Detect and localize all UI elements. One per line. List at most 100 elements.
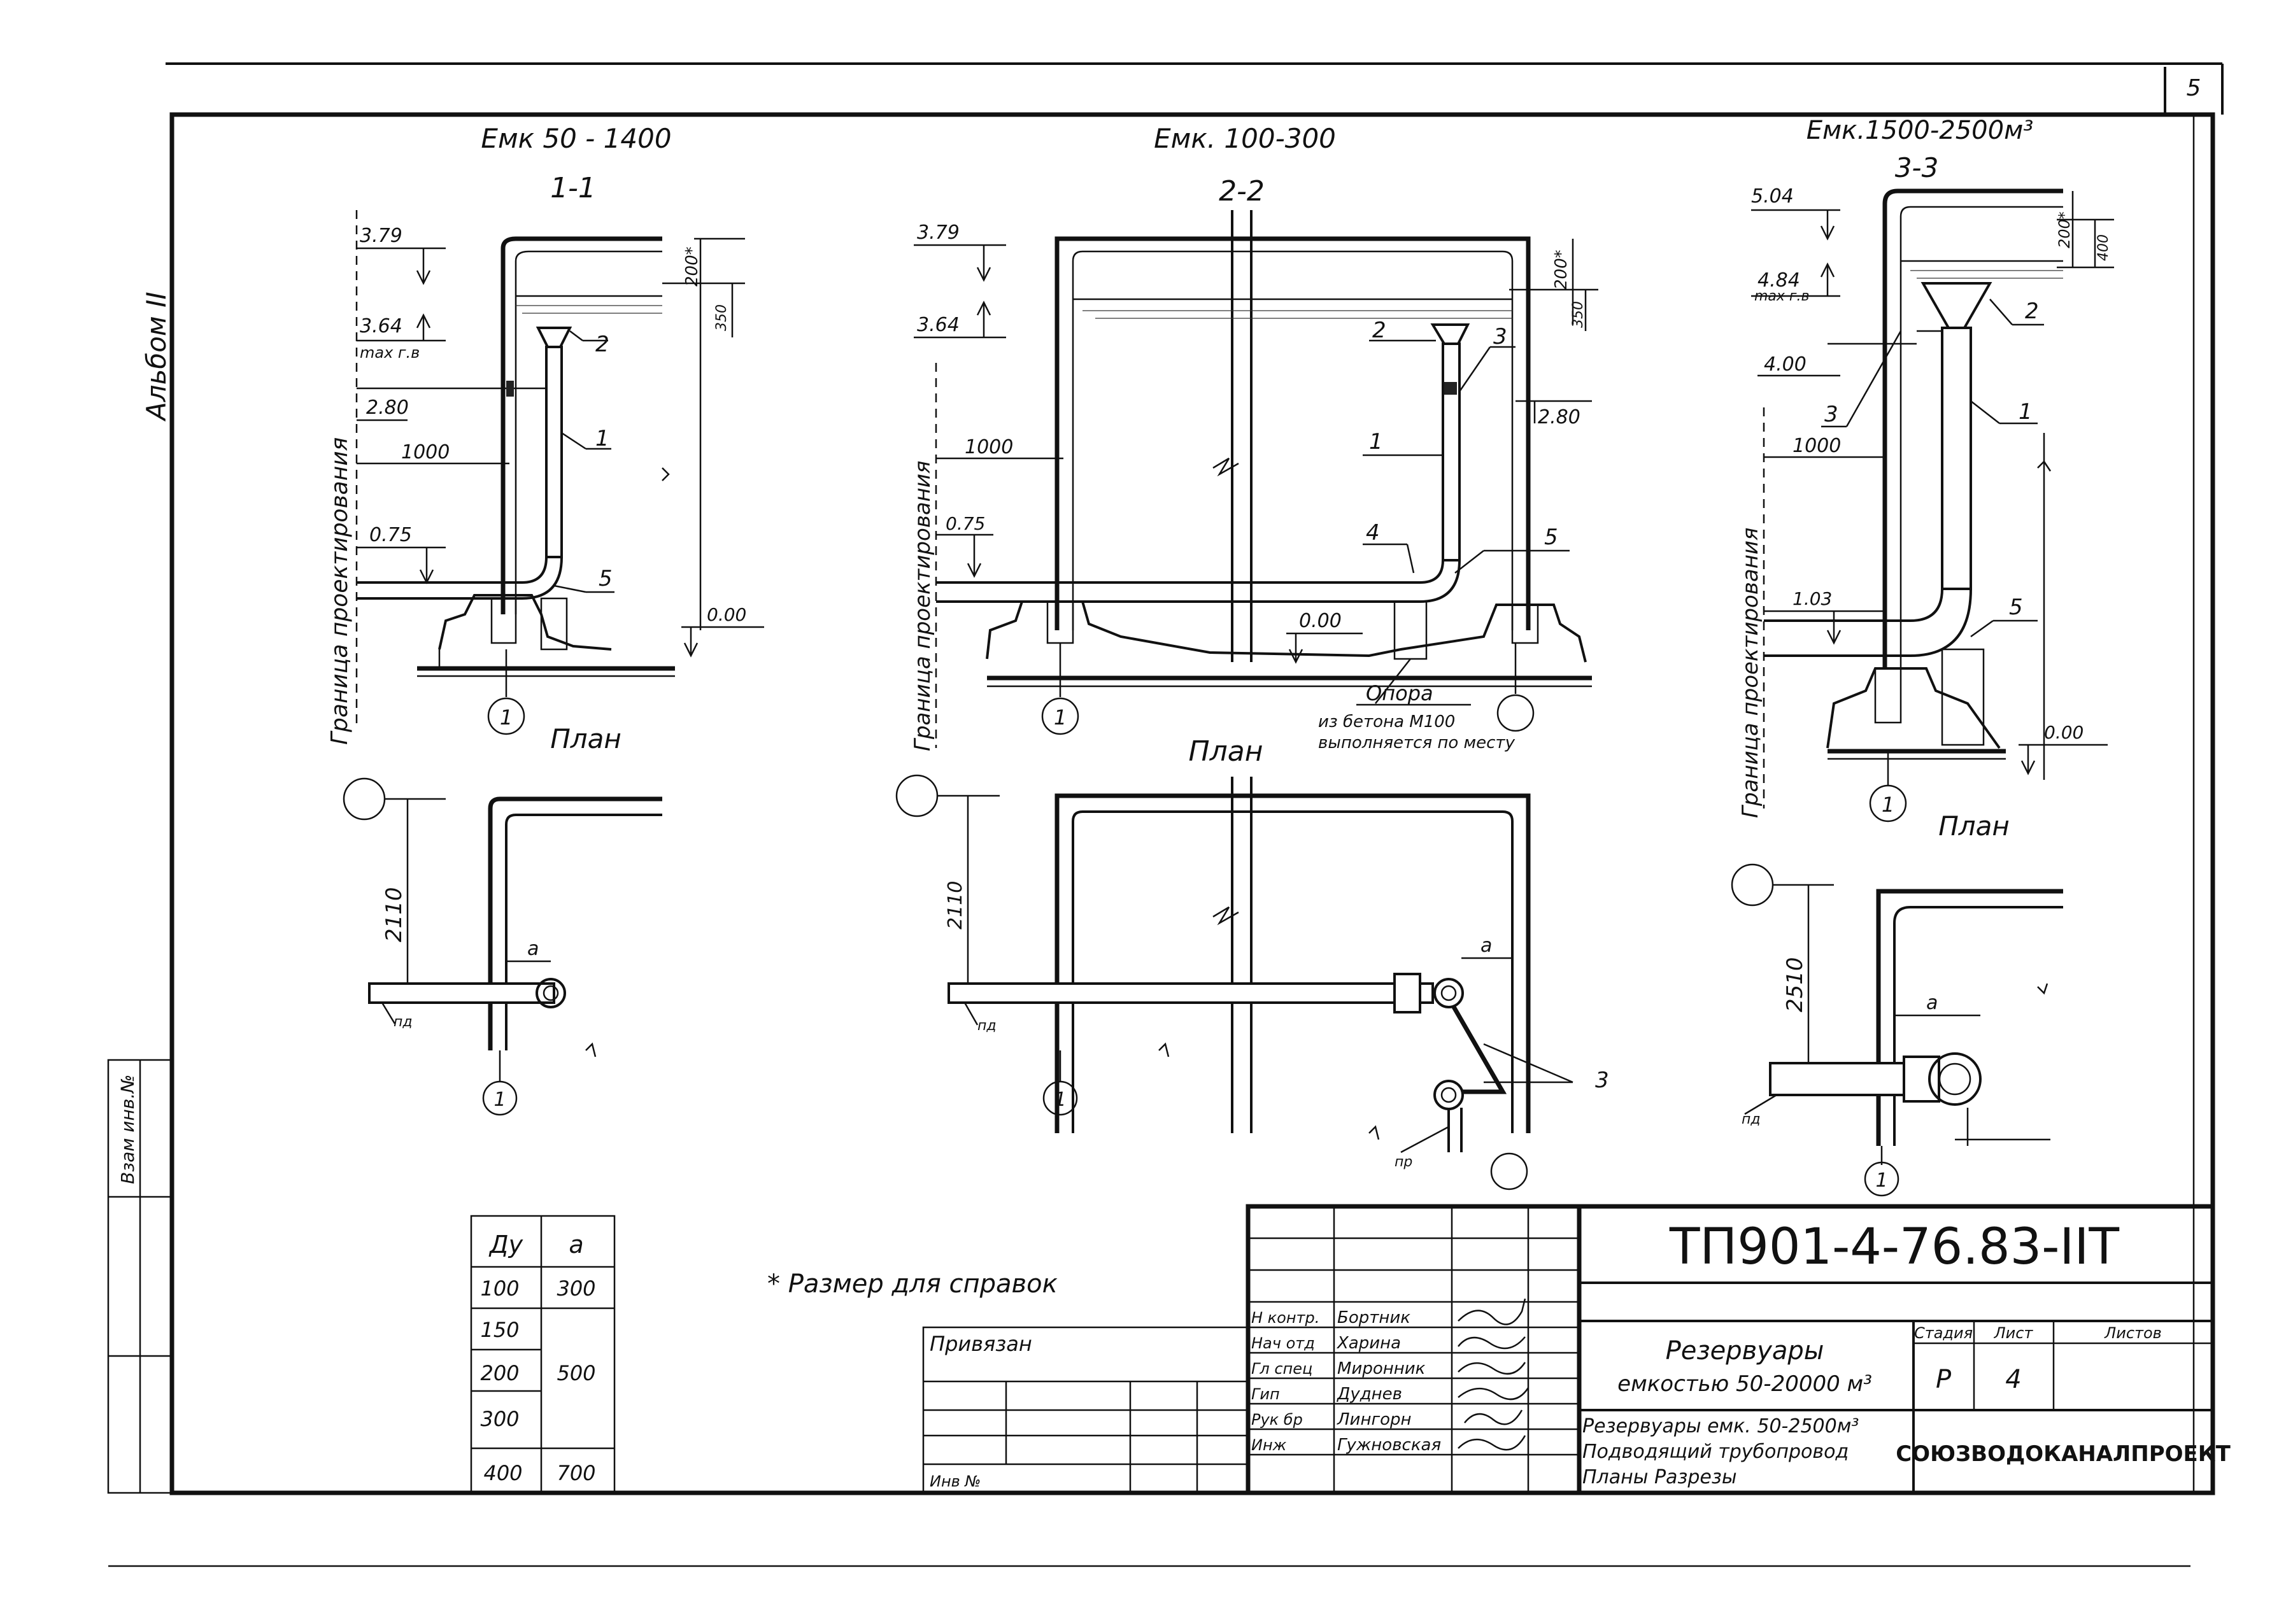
level-2-80: 2.80 xyxy=(366,397,409,419)
sheets-header: Листов xyxy=(2104,1324,2162,1342)
footnote: * Размер для справок xyxy=(767,1269,1058,1299)
plan-1-axis-circle xyxy=(343,777,386,821)
plan-2: План 2110 a пд пр 3 1 xyxy=(895,735,1609,1190)
plan-2-dim-a: a xyxy=(1480,935,1492,957)
plan-3-axis-circle xyxy=(1731,863,1774,907)
callout-5-s3: 5 xyxy=(2009,595,2023,620)
staff-name-2: Харина xyxy=(1336,1334,1401,1353)
level-0-75: 0.75 xyxy=(369,524,412,546)
plan-1-dim-a: a xyxy=(527,938,539,960)
riser-pipe-1 xyxy=(545,346,563,558)
dim-200-s2: 200* xyxy=(1552,250,1571,290)
sheet-number: 5 xyxy=(2187,75,2201,101)
title-block: Привязан Инв № Н контр. Бортник Нач отд … xyxy=(922,1204,2231,1495)
section-3-title: 3-3 xyxy=(1895,152,1939,183)
dy-row-1-dy: 100 xyxy=(480,1276,519,1301)
binding-label: Привязан xyxy=(930,1332,1032,1356)
staff-name-4: Дуднев xyxy=(1337,1385,1402,1404)
section-3-3: Емк.1500-2500м³ 3-3 5.04 4.84 max г.в 4.… xyxy=(1738,116,2114,823)
level-1-03: 1.03 xyxy=(1793,588,1832,609)
plan-3: План 2510 a пд 1 xyxy=(1731,810,2063,1197)
dy-row-3-dy: 200 xyxy=(480,1361,519,1385)
dim-350-1: 350 xyxy=(714,304,730,331)
callout-1-s1: 1 xyxy=(595,426,609,451)
plan-2-label-pd: пд xyxy=(977,1018,997,1034)
plan-3-dim-2510: 2510 xyxy=(1782,957,1808,1012)
foundation-3 xyxy=(1826,667,2001,749)
support-block-1 xyxy=(540,597,568,651)
funnel-3 xyxy=(1920,282,1992,329)
plan-2-axis-circle xyxy=(895,774,939,817)
dy-header-dy: Ду xyxy=(488,1231,523,1259)
dy-row-5-dy: 400 xyxy=(483,1461,522,1485)
plan-2-pipe xyxy=(948,982,1434,1004)
support-note-line1: из бетона М100 xyxy=(1318,712,1455,731)
level-3-79: 3.79 xyxy=(360,225,402,247)
staff-name-5: Лингорн xyxy=(1337,1410,1412,1429)
funnel-1 xyxy=(536,327,572,348)
album-label: Альбом II xyxy=(141,292,172,422)
axis-marker-s2-right xyxy=(1496,694,1535,732)
level-0-00-1: 0.00 xyxy=(707,604,746,625)
section-1-capacity: Емк 50 - 1400 xyxy=(481,123,671,154)
tank-wall-2 xyxy=(1054,236,1531,630)
axis-label-s2: 1 xyxy=(1054,705,1067,730)
dy-row-4-dy: 300 xyxy=(480,1407,519,1431)
object-title-2: емкостью 50-20000 м³ xyxy=(1617,1371,1872,1397)
plan-2-axis-label: 1 xyxy=(1054,1089,1066,1111)
plan-2-wall xyxy=(1054,793,1531,1133)
callout-2-s1: 2 xyxy=(595,332,609,357)
plan-2-bracket xyxy=(1451,1005,1507,1094)
dim-1000-1: 1000 xyxy=(401,441,450,463)
section-3-capacity: Емк.1500-2500м³ xyxy=(1807,116,2034,145)
level-0-00-s3: 0.00 xyxy=(2044,722,2084,743)
plan-3-dim-a: a xyxy=(1926,992,1938,1014)
axis-marker-1 xyxy=(487,697,525,735)
plan-1-title: План xyxy=(550,723,621,754)
dim-1000-s2: 1000 xyxy=(965,436,1013,458)
riser-pipe-2 xyxy=(1442,342,1461,561)
callout-5-s2: 5 xyxy=(1544,525,1558,550)
dim-200-s3: 200* xyxy=(2055,211,2073,248)
plan-2-dim-2110: 2110 xyxy=(944,881,967,929)
staff-role-2: Нач отд xyxy=(1251,1334,1315,1352)
sheet-header: Лист xyxy=(1994,1324,2034,1342)
level-0-75-s2: 0.75 xyxy=(946,513,985,534)
plan-2-label-pr: пр xyxy=(1395,1154,1412,1170)
inv-label: Инв № xyxy=(930,1472,981,1490)
staff-role-1: Н контр. xyxy=(1251,1309,1319,1327)
staff-name-3: Миронник xyxy=(1337,1359,1426,1378)
foundation-1 xyxy=(438,594,612,651)
sheet-title-3: Планы Разрезы xyxy=(1582,1466,1737,1488)
stage-value: Р xyxy=(1936,1365,1952,1394)
side-stamp-inv-label: Взам инв.№ xyxy=(117,1075,138,1184)
support-block-3 xyxy=(1941,648,1985,746)
dim-400-s3: 400 xyxy=(2096,234,2112,261)
sheet-value: 4 xyxy=(2005,1365,2021,1394)
callout-1-s2: 1 xyxy=(1369,429,1383,455)
level-4-00: 4.00 xyxy=(1764,353,1807,376)
dy-row-5-a: 700 xyxy=(557,1461,595,1485)
boundary-label-3: Граница проектирования xyxy=(1738,528,1763,818)
dy-row-1-a: 300 xyxy=(557,1276,595,1301)
level-3-64-s2: 3.64 xyxy=(917,314,960,336)
object-title-1: Резервуары xyxy=(1666,1336,1824,1366)
dim-350-s2: 350 xyxy=(1570,301,1586,328)
plan-1-axis-label: 1 xyxy=(493,1089,506,1111)
section-2-2: Емк. 100-300 2-2 3.79 3.64 1000 0.75 Гра… xyxy=(910,123,1598,752)
signature-4 xyxy=(1458,1387,1530,1401)
dim-200-1: 200* xyxy=(683,246,702,286)
plan-2-overflow xyxy=(1433,1080,1464,1110)
callout-2-s3: 2 xyxy=(2025,299,2039,324)
stage-header: Стадия xyxy=(1914,1324,1973,1342)
plan-1: План 2110 a пд 1 xyxy=(343,723,662,1116)
riser-pipe-3 xyxy=(1941,327,1972,590)
dy-row-3-a: 500 xyxy=(557,1361,595,1385)
level-5-04: 5.04 xyxy=(1751,185,1794,208)
callout-2-s2: 2 xyxy=(1372,318,1386,343)
callout-4-s2: 4 xyxy=(1366,520,1380,546)
dy-header-a: a xyxy=(569,1231,583,1259)
signature-6 xyxy=(1458,1435,1526,1451)
staff-role-6: Инж xyxy=(1251,1436,1287,1454)
